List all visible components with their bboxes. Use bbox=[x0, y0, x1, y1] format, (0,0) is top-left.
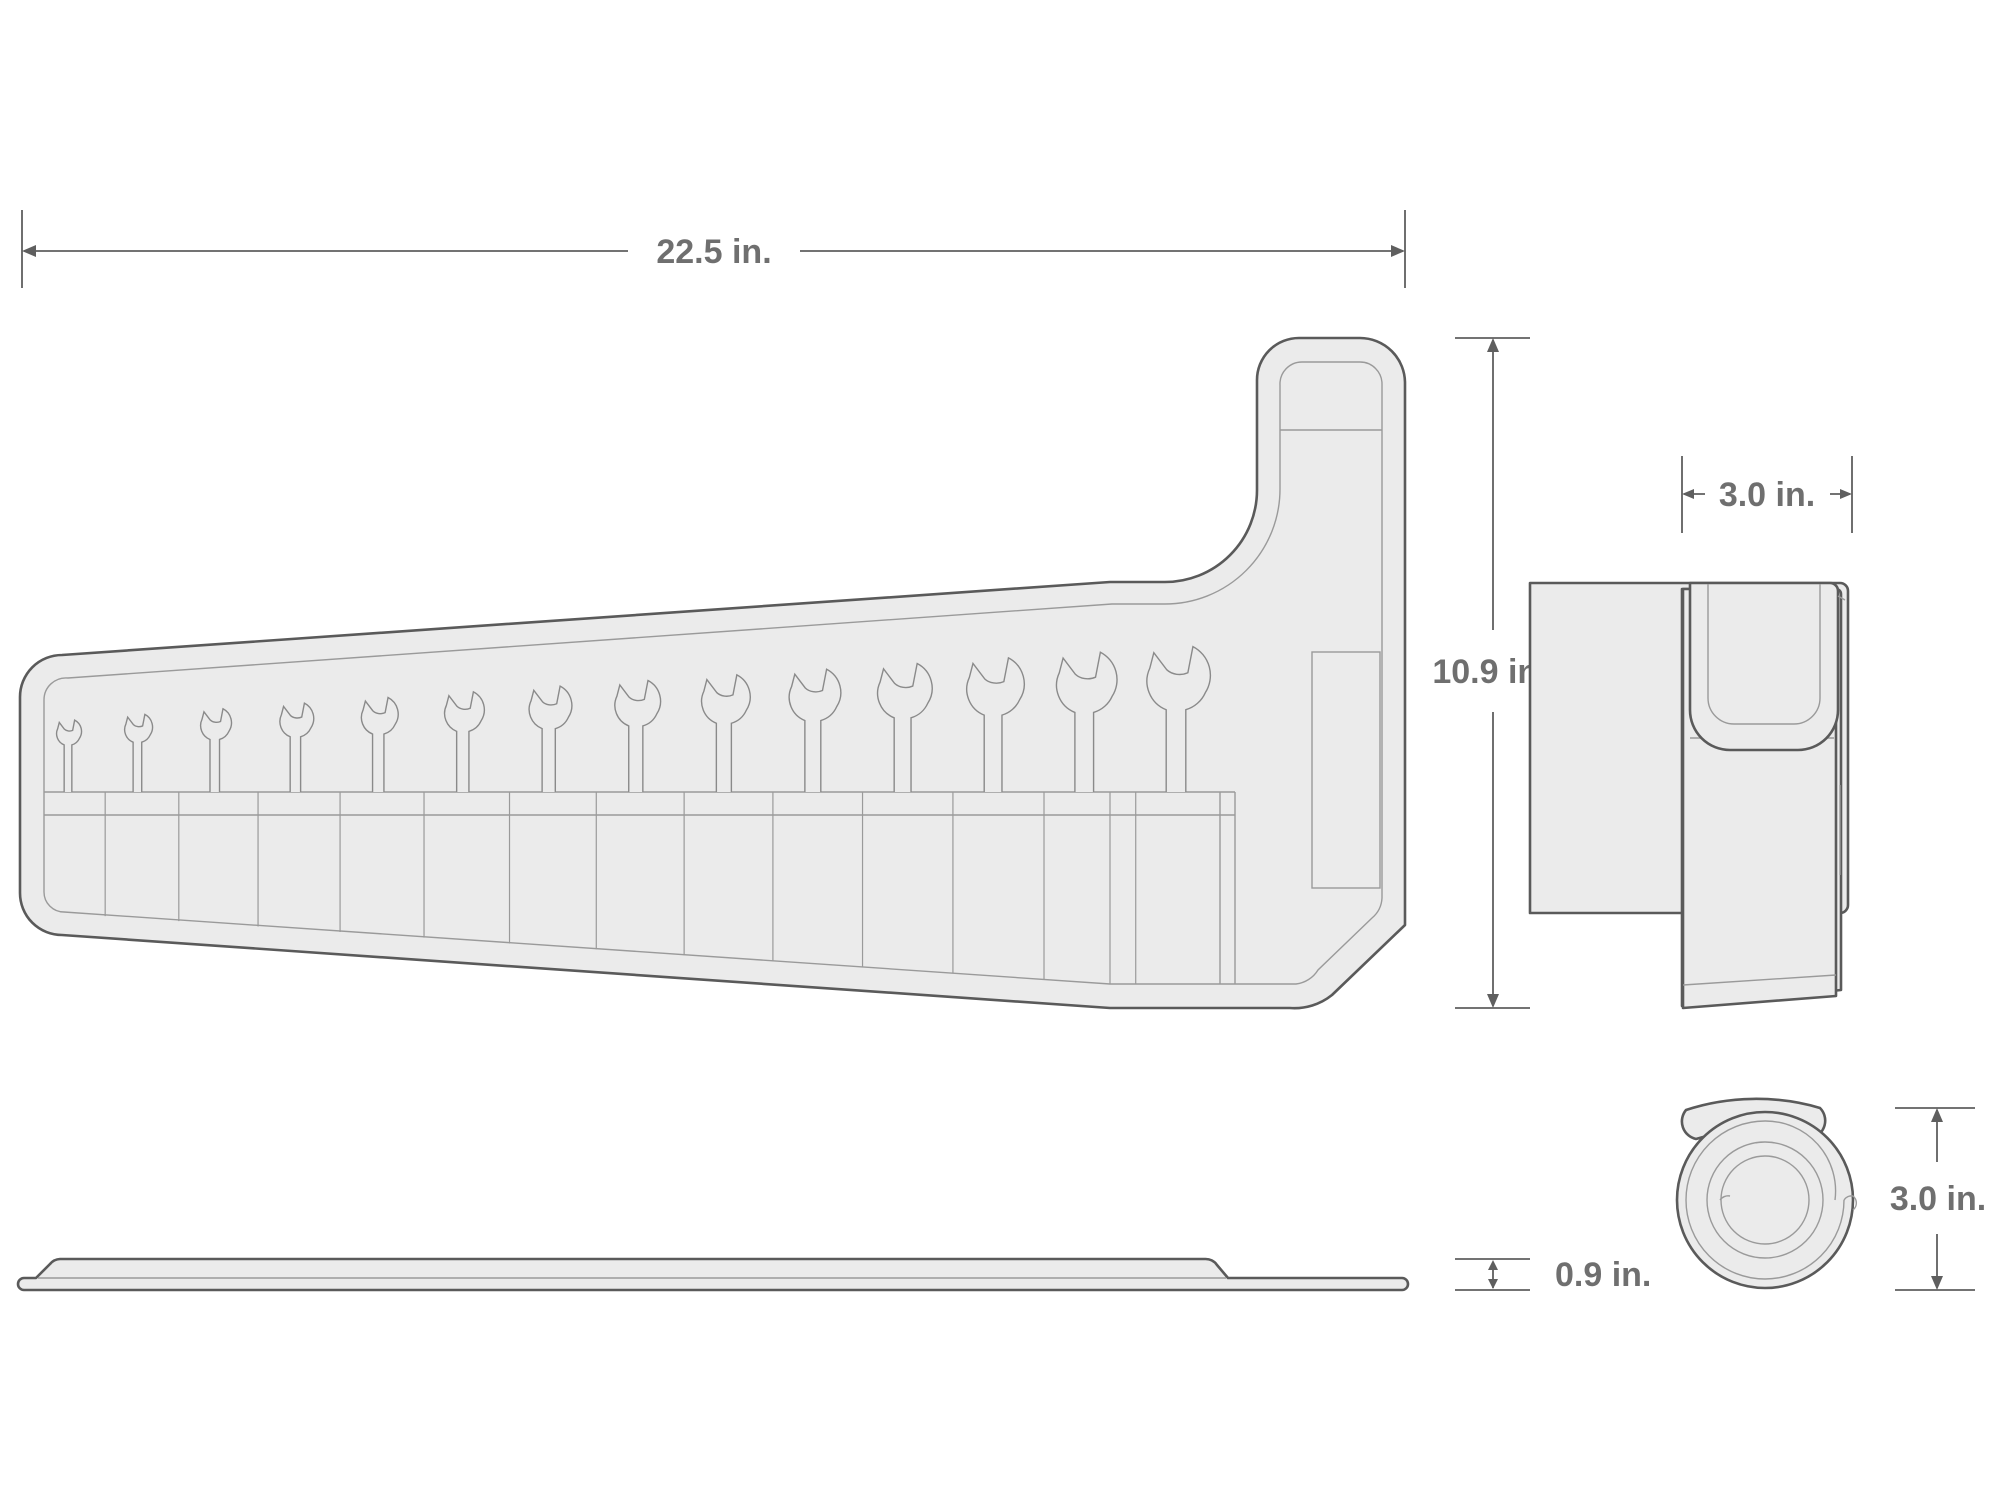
wrench bbox=[55, 719, 83, 792]
height-label: 10.9 in. bbox=[1432, 653, 1547, 691]
wrench bbox=[614, 679, 662, 792]
thickness-label: 0.9 in. bbox=[1555, 1256, 1651, 1294]
rolled-diameter-dimension: 3.0 in. bbox=[1890, 1107, 1986, 1291]
pocket-dividers bbox=[104, 792, 1137, 984]
profile-outline bbox=[16, 1257, 1410, 1292]
wrench bbox=[199, 707, 233, 792]
wrench bbox=[700, 673, 751, 792]
wrench bbox=[123, 713, 154, 792]
wrench-set bbox=[55, 645, 1212, 792]
wrench bbox=[443, 690, 486, 792]
thickness-profile-view bbox=[16, 1257, 1410, 1292]
wrench bbox=[1055, 651, 1118, 792]
spiral-coil bbox=[1685, 1120, 1845, 1280]
rolled-width-label: 3.0 in. bbox=[1719, 476, 1815, 514]
wrench bbox=[528, 685, 573, 792]
height-dimension: 10.9 in. bbox=[1432, 337, 1548, 1009]
wrench-roll-flat-view bbox=[18, 336, 1407, 1010]
rolled-side-view bbox=[1528, 581, 1850, 1010]
rolled-flap bbox=[1688, 581, 1840, 752]
rolled-width-dimension: 3.0 in. bbox=[1681, 456, 1853, 533]
roll-outline bbox=[18, 336, 1407, 1010]
roll-inner-stitch bbox=[43, 361, 1383, 985]
wrench bbox=[788, 668, 842, 792]
side-pocket bbox=[1311, 651, 1381, 889]
width-label: 22.5 in. bbox=[656, 233, 771, 271]
wrench bbox=[279, 702, 315, 792]
wrench bbox=[1146, 645, 1212, 792]
rolled-end-view bbox=[1675, 1097, 1857, 1290]
rolled-diameter-label: 3.0 in. bbox=[1890, 1180, 1986, 1218]
wrench bbox=[966, 656, 1025, 792]
width-dimension: 22.5 in. bbox=[21, 210, 1406, 288]
wrench bbox=[360, 696, 399, 792]
wrench bbox=[876, 662, 933, 792]
thickness-dimension: 0.9 in. bbox=[1455, 1256, 1651, 1294]
spiral-outer bbox=[1675, 1110, 1855, 1290]
